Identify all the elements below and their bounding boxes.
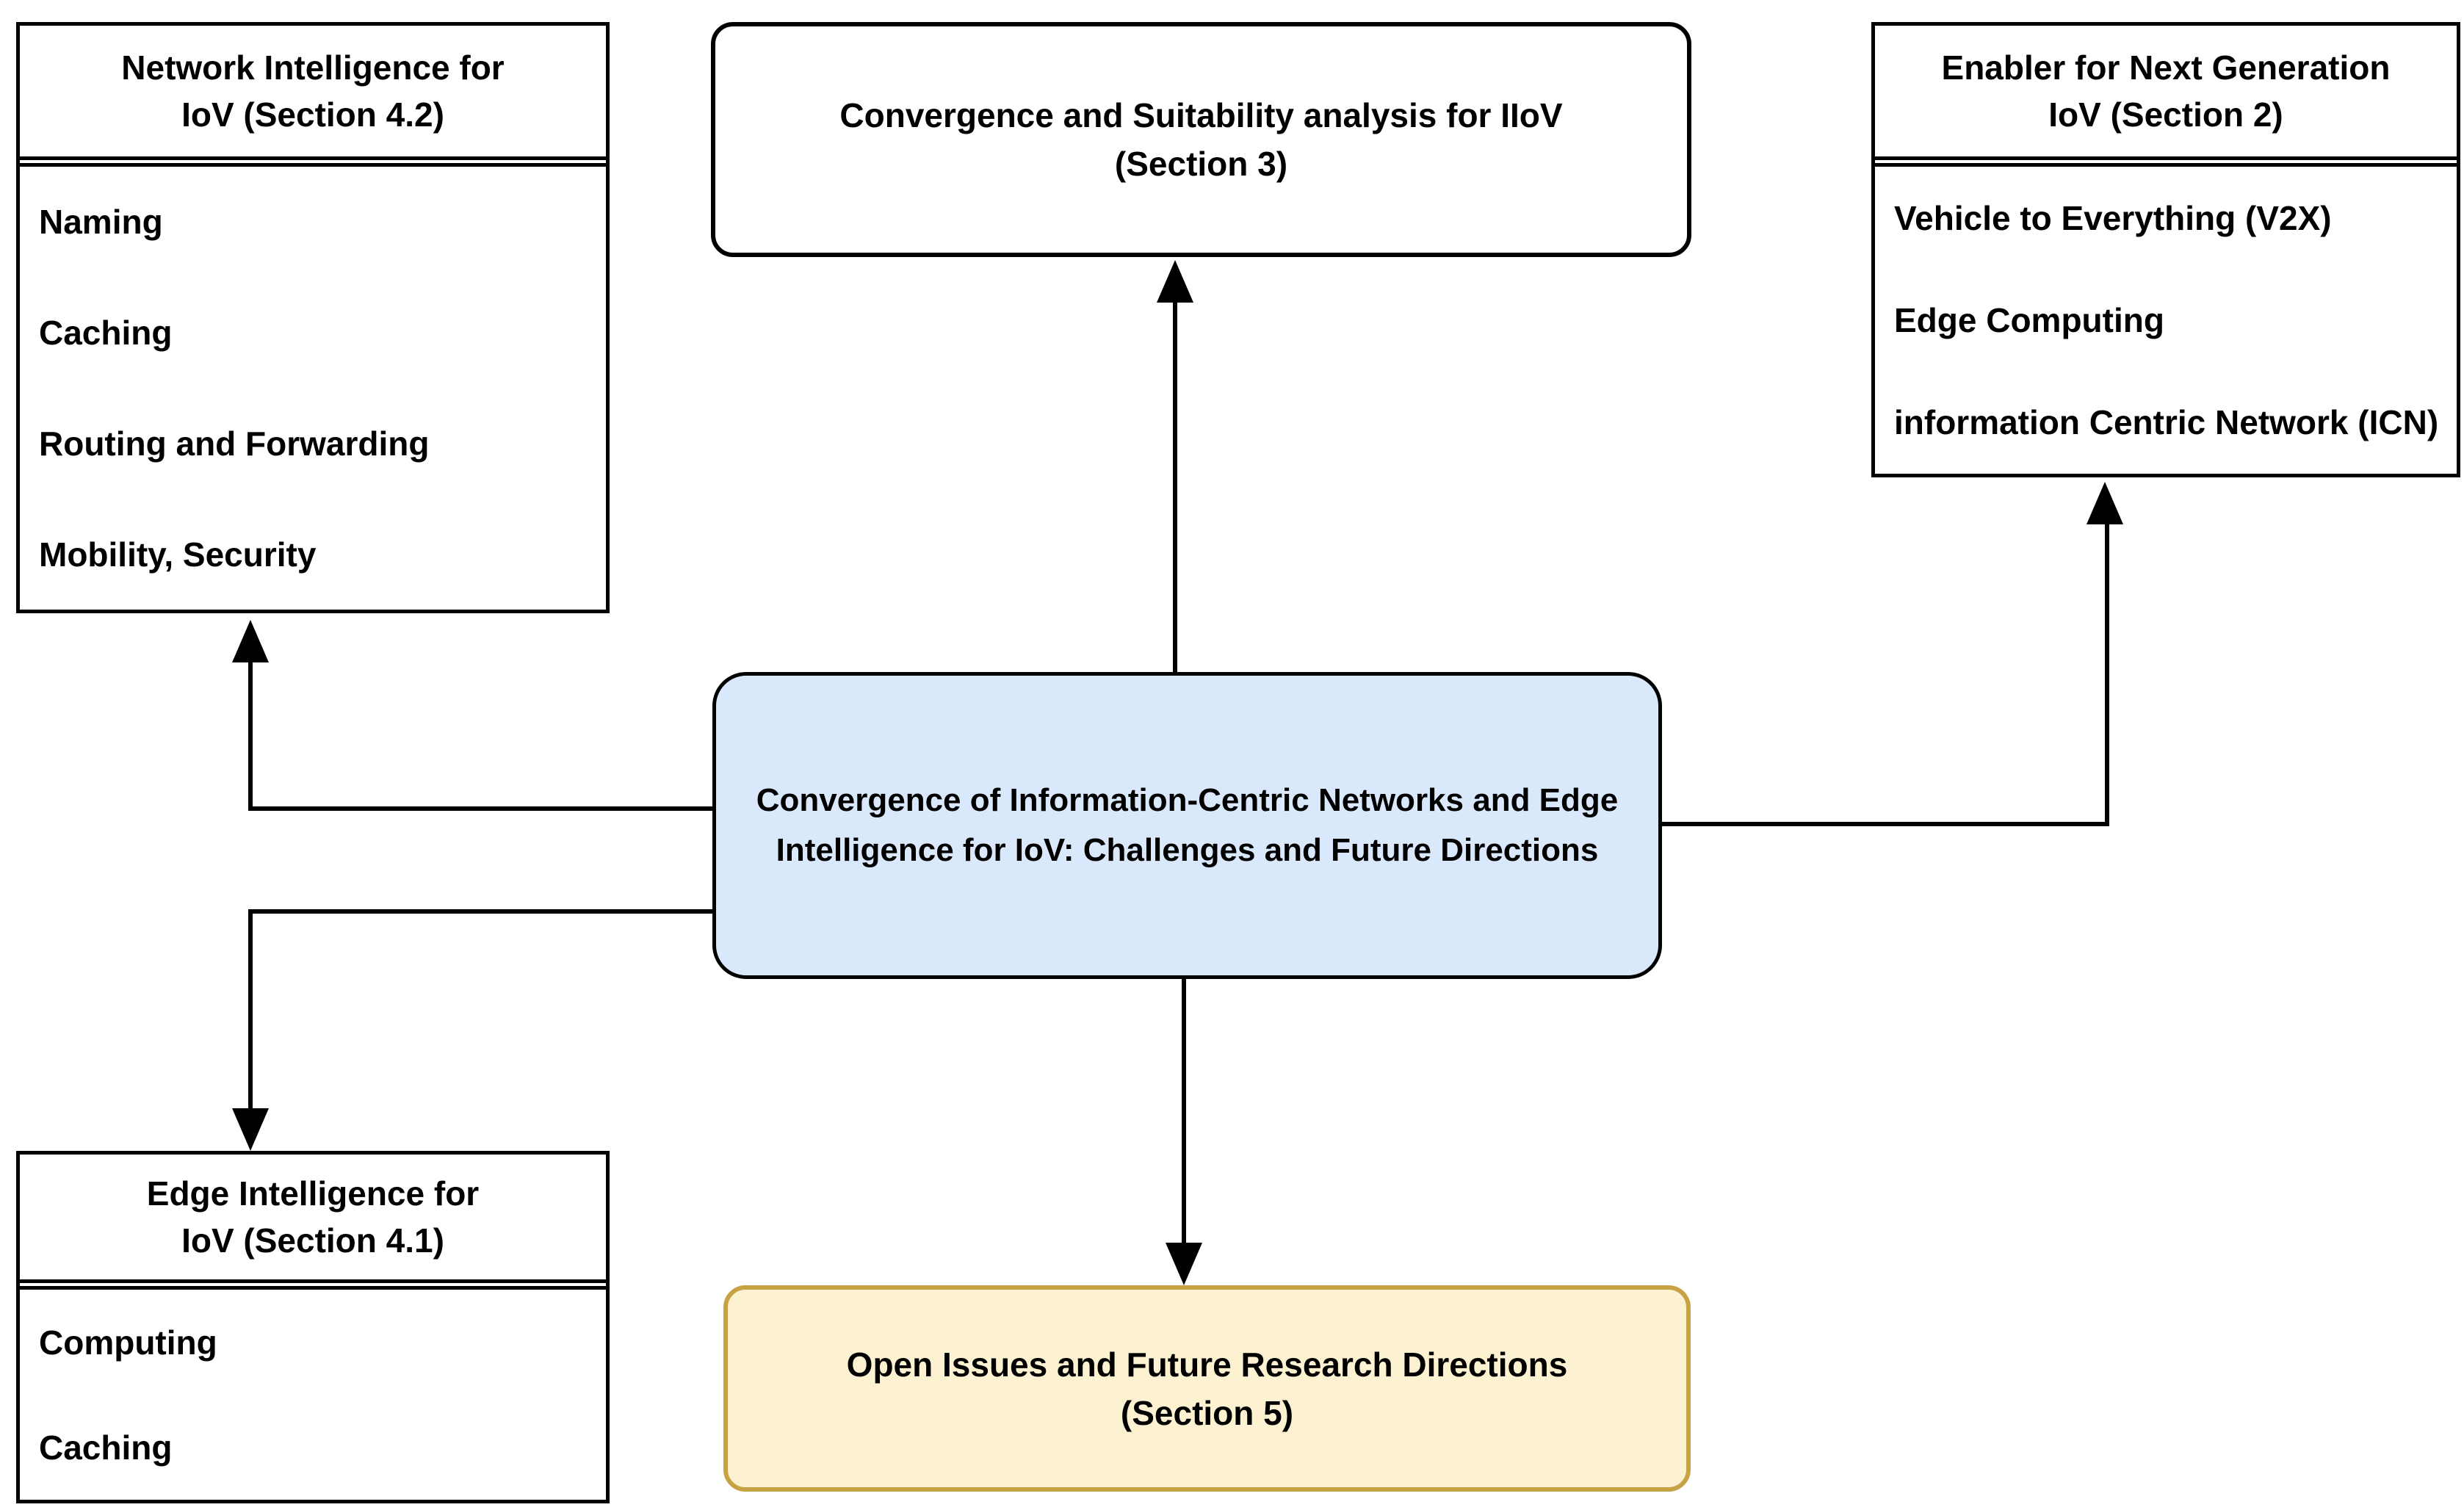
node-item: Vehicle to Everything (V2X) xyxy=(1894,198,2332,237)
node-item-list: Computing Caching xyxy=(20,1286,606,1500)
node-title: Open Issues and Future Research Directio… xyxy=(846,1345,1568,1432)
connector-center-to-enabler-horizontal xyxy=(1662,822,2107,826)
connector-center-to-enabler-vertical xyxy=(2105,524,2109,826)
node-open-issues: Open Issues and Future Research Directio… xyxy=(723,1285,1691,1492)
node-enabler-next-generation: Enabler for Next Generation IoV (Section… xyxy=(1871,22,2460,477)
arrowhead-up-to-network-icon xyxy=(232,620,269,662)
node-title: Enabler for Next Generation IoV (Section… xyxy=(1875,26,2457,160)
node-item: Computing xyxy=(39,1323,217,1362)
node-item: Caching xyxy=(39,1428,173,1467)
connector-center-to-analysis xyxy=(1173,303,1177,672)
arrowhead-up-to-enabler-icon xyxy=(2087,482,2123,524)
arrowhead-up-to-analysis-icon xyxy=(1157,260,1193,303)
arrowhead-down-to-open-issues-icon xyxy=(1166,1243,1202,1285)
node-title: Convergence of Information-Centric Netwo… xyxy=(756,782,1619,868)
node-item-list: Naming Caching Routing and Forwarding Mo… xyxy=(20,163,606,610)
node-title: Edge Intelligence for IoV (Section 4.1) xyxy=(20,1155,606,1283)
connector-center-to-network-horizontal xyxy=(248,806,712,811)
node-convergence-analysis: Convergence and Suitability analysis for… xyxy=(711,22,1691,257)
node-network-intelligence: Network Intelligence for IoV (Section 4.… xyxy=(16,22,610,613)
connector-center-to-open-issues xyxy=(1182,979,1186,1243)
node-edge-intelligence: Edge Intelligence for IoV (Section 4.1) … xyxy=(16,1151,610,1503)
node-item: information Centric Network (ICN) xyxy=(1894,403,2439,442)
node-item: Routing and Forwarding xyxy=(39,424,430,463)
connector-center-to-network-vertical xyxy=(248,662,253,811)
connector-center-to-edge-horizontal xyxy=(248,909,712,914)
connector-center-to-edge-vertical xyxy=(248,909,253,1108)
arrowhead-down-to-edge-icon xyxy=(232,1108,269,1151)
node-title: Network Intelligence for IoV (Section 4.… xyxy=(20,26,606,160)
node-item: Naming xyxy=(39,203,163,242)
node-item-list: Vehicle to Everything (V2X) Edge Computi… xyxy=(1875,163,2457,474)
node-item: Caching xyxy=(39,314,173,353)
node-title: Convergence and Suitability analysis for… xyxy=(839,96,1563,183)
node-item: Edge Computing xyxy=(1894,300,2164,339)
node-center-convergence: Convergence of Information-Centric Netwo… xyxy=(712,672,1662,979)
node-item: Mobility, Security xyxy=(39,535,317,574)
